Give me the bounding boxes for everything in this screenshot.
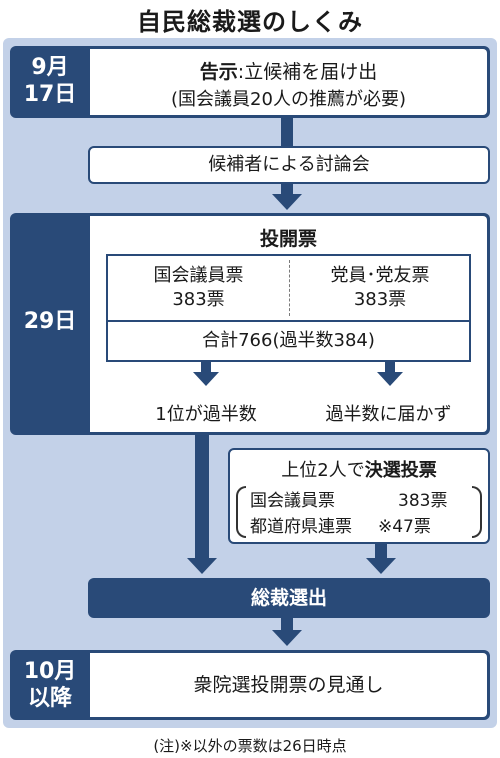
date-october: 10月 以降 bbox=[10, 658, 90, 712]
date-line1: 10月 bbox=[23, 659, 77, 684]
date-sep-17: 9月 17日 bbox=[10, 54, 90, 108]
voting-box: 投開票 国会議員票 383票 党員･党友票 383票 合計766(過半数384)… bbox=[90, 216, 487, 432]
right-paren bbox=[472, 486, 482, 538]
diet-votes-value: 383票 bbox=[172, 289, 225, 310]
arrow-shaft bbox=[281, 184, 293, 194]
announcement-rest: :立候補を届け出 bbox=[237, 61, 378, 83]
step-voting: 29日 投開票 国会議員票 383票 党員･党友票 383票 合計766(過半数… bbox=[10, 213, 490, 435]
date-line2: 以降 bbox=[27, 686, 72, 711]
outcome-no-majority: 過半数に届かず bbox=[325, 404, 452, 425]
dashed-divider bbox=[289, 260, 290, 316]
step-announcement: 9月 17日 告示:立候補を届け出 (国会議員20人の推薦が必要) bbox=[10, 46, 490, 118]
runoff-prefecture-label: 都道府県連票 bbox=[250, 517, 352, 537]
arrow-shaft bbox=[385, 362, 395, 372]
arrow-head bbox=[272, 194, 302, 210]
outcome-majority: 1位が過半数 bbox=[155, 404, 257, 425]
left-paren bbox=[236, 486, 246, 538]
arrow-shaft bbox=[201, 362, 211, 372]
arrow-head bbox=[193, 372, 219, 386]
runoff-title-bold: 決選投票 bbox=[364, 460, 437, 481]
date-line2: 17日 bbox=[23, 82, 77, 107]
voting-heading: 投開票 bbox=[259, 228, 317, 250]
debate-box: 候補者による討論会 bbox=[88, 146, 490, 184]
announcement-box: 告示:立候補を届け出 (国会議員20人の推薦が必要) bbox=[90, 49, 487, 115]
arrow-shaft-majority bbox=[195, 435, 209, 558]
runoff-diet-value: 383票 bbox=[398, 491, 448, 511]
runoff-title: 上位2人で決選投票 bbox=[230, 456, 488, 482]
date-line1: 9月 bbox=[31, 55, 69, 80]
footnote: (注)※以外の票数は26日時点 bbox=[153, 737, 347, 755]
runoff-title-plain: 上位2人で bbox=[281, 460, 365, 481]
vote-table: 国会議員票 383票 党員･党友票 383票 合計766(過半数384) bbox=[106, 254, 471, 362]
date-29: 29日 bbox=[23, 309, 77, 334]
announcement-line1: 告示:立候補を届け出 bbox=[90, 57, 487, 84]
member-votes-label: 党員･党友票 bbox=[330, 265, 430, 286]
election-outlook-box: 衆院選投開票の見通し bbox=[90, 653, 487, 717]
diet-votes-label: 国会議員票 bbox=[153, 265, 244, 286]
table-divider bbox=[108, 320, 469, 322]
arrow-shaft bbox=[281, 618, 293, 630]
announcement-line2: (国会議員20人の推薦が必要) bbox=[171, 89, 406, 110]
arrow-head bbox=[366, 558, 396, 574]
arrow-head bbox=[377, 372, 403, 386]
arrow-head bbox=[272, 630, 302, 646]
arrow-head bbox=[187, 558, 217, 574]
member-votes-value: 383票 bbox=[353, 289, 407, 310]
runoff-box: 上位2人で決選投票 国会議員票 383票 都道府県連票 ※47票 bbox=[228, 448, 490, 544]
member-votes-cell: 党員･党友票 383票 bbox=[291, 264, 469, 312]
arrow-shaft-runoff bbox=[375, 544, 387, 558]
runoff-prefecture-value: ※47票 bbox=[378, 517, 431, 537]
step-lower-house-election: 10月 以降 衆院選投開票の見通し bbox=[10, 650, 490, 720]
diagram-title: 自民総裁選のしくみ bbox=[137, 8, 363, 36]
diet-votes-cell: 国会議員票 383票 bbox=[108, 264, 289, 312]
announcement-bold: 告示 bbox=[199, 61, 238, 83]
president-elected-bar: 総裁選出 bbox=[88, 578, 490, 618]
total-votes: 合計766(過半数384) bbox=[202, 330, 375, 351]
arrow-shaft bbox=[281, 118, 293, 146]
runoff-diet-label: 国会議員票 bbox=[250, 491, 335, 511]
